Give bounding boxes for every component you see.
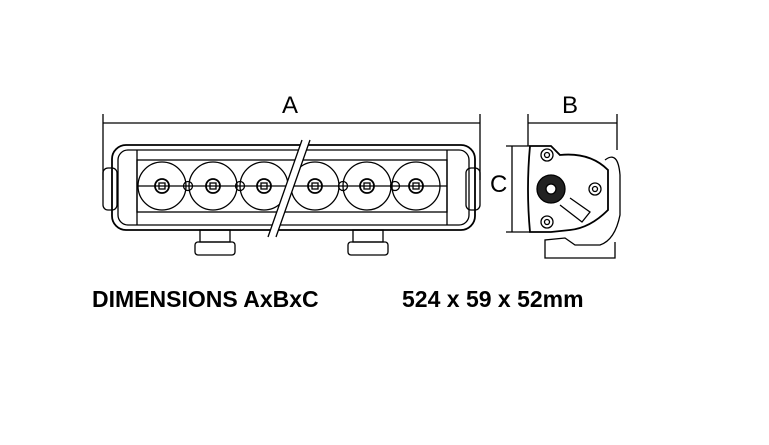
dimensions-value: 524 x 59 x 52mm xyxy=(402,286,584,312)
dimensions-title: DIMENSIONS AxBxC xyxy=(92,286,319,312)
break-lines xyxy=(267,138,311,239)
side-view xyxy=(527,145,621,259)
mounting-feet xyxy=(194,229,389,256)
front-view xyxy=(102,138,481,256)
dimension-c xyxy=(506,145,530,233)
dimension-b xyxy=(527,114,618,150)
dimension-a xyxy=(102,114,481,180)
led-lenses xyxy=(137,161,441,211)
dimension-label-b: B xyxy=(562,92,579,119)
dimension-label-a: A xyxy=(282,92,299,119)
dimension-label-c: C xyxy=(490,171,508,198)
